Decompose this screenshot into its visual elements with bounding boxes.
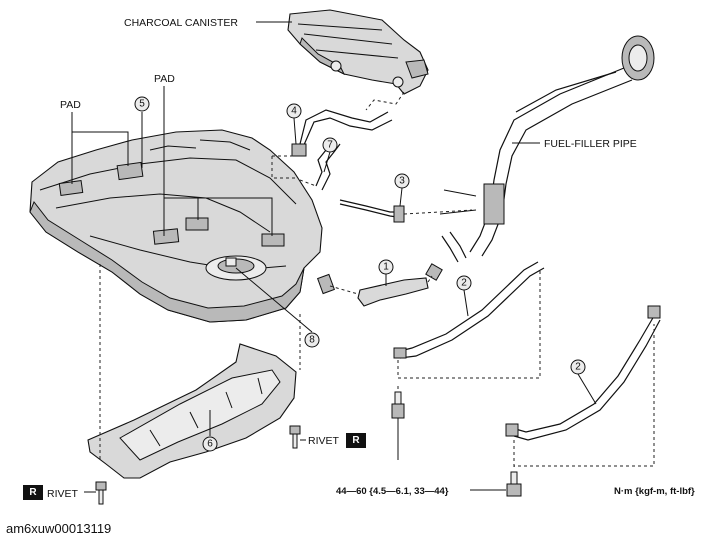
callout-3-circle — [394, 173, 410, 189]
rivet-right-part — [289, 425, 301, 449]
tank-strap-upper — [393, 261, 545, 359]
callout-8-text: 8 — [309, 335, 315, 346]
torque-spec: 44—60 {4.5—6.1, 33—44} — [336, 486, 449, 497]
callout-5-text: 5 — [139, 99, 145, 110]
pad-center-label: PAD — [154, 73, 175, 85]
callout-8-circle — [304, 332, 320, 348]
strap-bolt-dashes — [397, 270, 655, 470]
filler-neck-end — [425, 231, 467, 281]
evap-connection-dashes — [271, 155, 473, 215]
callout-3-text: 3 — [399, 176, 405, 187]
callout-6-text: 6 — [207, 439, 213, 450]
callout-2b-circle — [570, 359, 586, 375]
rivet-left-marker-text: R — [29, 487, 37, 498]
callout-4-circle — [286, 103, 302, 119]
pad-right-lower — [261, 233, 285, 247]
rivet-left-marker — [23, 485, 43, 500]
callout-4-leader — [293, 117, 297, 145]
heat-insulator — [87, 343, 297, 479]
fuel-filler-pipe-label: FUEL-FILLER PIPE — [544, 138, 637, 150]
pad-leaders — [71, 86, 273, 236]
evap-hose-4 — [291, 109, 393, 157]
pad-right-upper — [185, 217, 209, 231]
callout-4-text: 4 — [291, 106, 297, 117]
callout-2a-text: 2 — [461, 278, 467, 289]
fuel-filler-pipe — [439, 35, 655, 257]
tank-strap-lower — [505, 305, 661, 441]
pad-left-label: PAD — [60, 99, 81, 111]
rivet-right-marker-text: R — [352, 435, 360, 446]
callout-2a-circle — [456, 275, 472, 291]
hose-1-dashes — [329, 275, 433, 295]
pad-center-top — [116, 161, 144, 181]
callout-2b-leader — [577, 373, 597, 405]
insulator-guide-dashes — [99, 264, 301, 460]
callout-3-leader — [399, 187, 403, 207]
document-id: am6xuw00013119 — [6, 521, 111, 536]
callout-1-circle — [378, 259, 394, 275]
fuel-tank — [29, 129, 323, 323]
callout-7-circle — [322, 137, 338, 153]
canister-connection-dashes — [365, 91, 405, 111]
rivet-right-marker — [346, 433, 366, 448]
callout-7-leader — [323, 151, 331, 173]
pad-center-low — [152, 228, 180, 245]
strap-bolt-upper — [391, 391, 405, 419]
callout-6-circle — [202, 436, 218, 452]
filler-hose-1 — [316, 273, 429, 307]
evap-hose-3 — [339, 199, 405, 223]
rivet-right-label: RIVET — [308, 435, 340, 447]
charcoal-canister — [287, 9, 429, 95]
rivet-left-label: RIVET — [47, 488, 79, 500]
callout-8-leader — [235, 267, 313, 333]
pad-left — [58, 179, 84, 197]
charcoal-canister-label: CHARCOAL CANISTER — [124, 17, 238, 29]
torque-units: N·m {kgf-m, ft-lbf} — [614, 486, 695, 497]
strap-bolt-lower — [506, 471, 522, 497]
callout-2a-leader — [463, 289, 469, 317]
callout-5-circle — [134, 96, 150, 112]
rivet-left-part — [95, 481, 107, 505]
callout-2b-text: 2 — [575, 362, 581, 373]
callout-7-text: 7 — [327, 140, 333, 151]
callout-1-text: 1 — [383, 262, 389, 273]
